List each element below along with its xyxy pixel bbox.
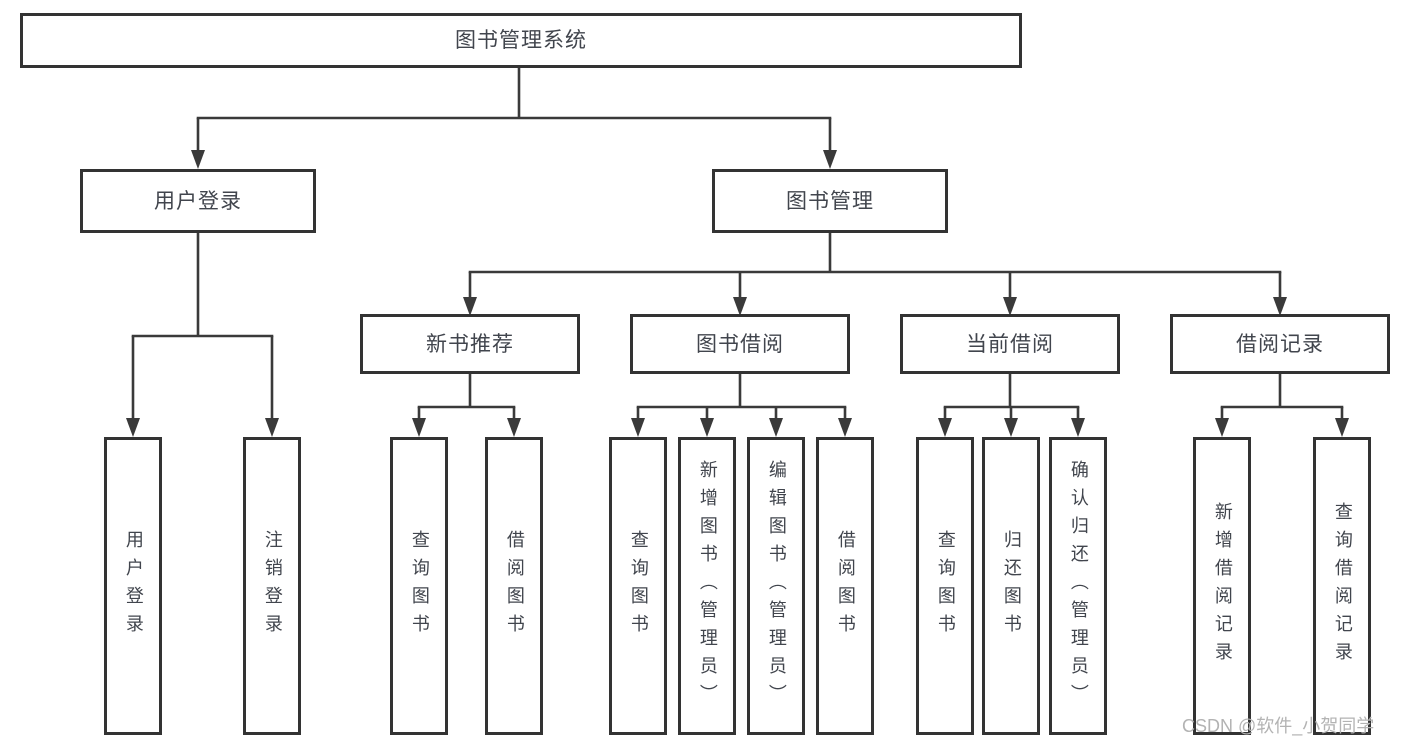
edges-book-borrow-to-leaves [631, 374, 852, 437]
leaf-query-books-borrow: 查询图书 [609, 437, 667, 735]
node-user-login: 用户登录 [80, 169, 316, 233]
leaf-return-books: 归还图书 [982, 437, 1040, 735]
leaf-logout: 注销登录 [243, 437, 301, 735]
leaf-add-borrow-record: 新增借阅记录 [1193, 437, 1251, 735]
leaf-user-login: 用户登录 [104, 437, 162, 735]
node-library-system: 图书管理系统 [20, 13, 1022, 68]
edges-new-book-recommend-to-leaves [412, 374, 521, 437]
node-borrow-records: 借阅记录 [1170, 314, 1390, 374]
leaf-query-books-recommend: 查询图书 [390, 437, 448, 735]
leaf-query-borrow-record: 查询借阅记录 [1313, 437, 1371, 735]
edges-user-login-to-leaves [126, 233, 279, 437]
edges-borrow-records-to-leaves [1215, 374, 1349, 437]
leaf-query-books-current: 查询图书 [916, 437, 974, 735]
edges-current-borrow-to-leaves [938, 374, 1085, 437]
node-book-management: 图书管理 [712, 169, 948, 233]
edges-root-to-level2 [191, 68, 837, 169]
node-current-borrow: 当前借阅 [900, 314, 1120, 374]
node-new-book-recommend: 新书推荐 [360, 314, 580, 374]
watermark: CSDN @软件_小贺同学 [1182, 716, 1375, 736]
leaf-edit-books-admin: 编辑图书（管理员） [747, 437, 805, 735]
leaf-borrow-books-recommend: 借阅图书 [485, 437, 543, 735]
edges-book-management-to-level3 [463, 233, 1287, 316]
leaf-confirm-return-admin: 确认归还（管理员） [1049, 437, 1107, 735]
leaf-add-books-admin: 新增图书（管理员） [678, 437, 736, 735]
leaf-borrow-books: 借阅图书 [816, 437, 874, 735]
node-book-borrow: 图书借阅 [630, 314, 850, 374]
